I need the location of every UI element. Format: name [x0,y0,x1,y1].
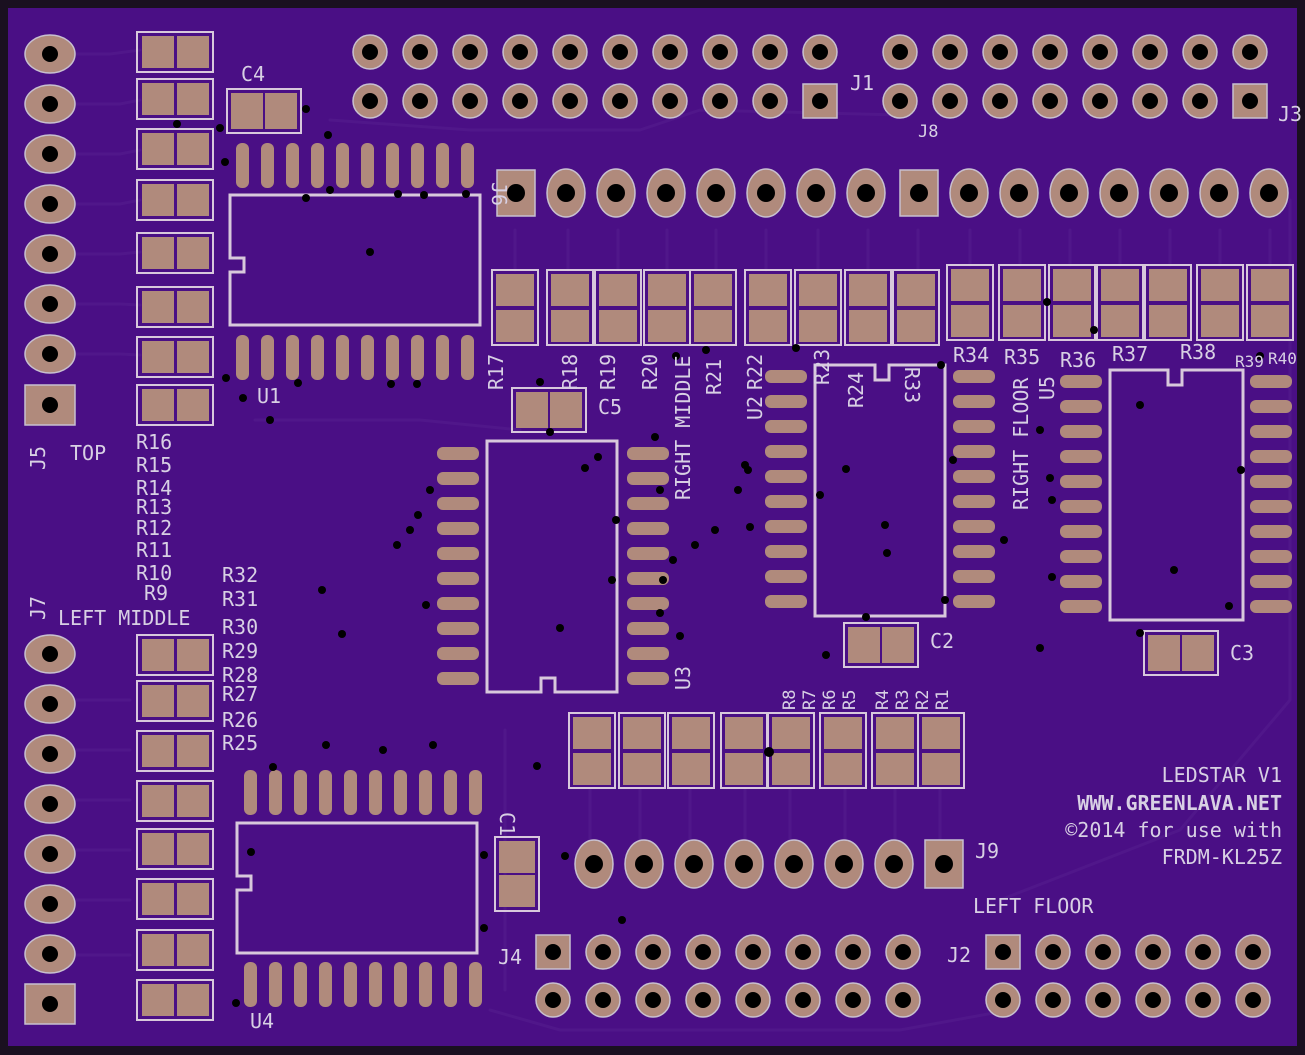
label-r34: R34 [953,343,989,367]
label-u1: U1 [257,384,281,408]
board-platform: FRDM-KL25Z [1162,845,1282,869]
resistor-stack-left [136,634,214,1021]
label-u4: U4 [250,1009,274,1033]
label-r24: R24 [844,372,868,408]
capacitor-c1 [494,836,540,912]
resistor-row-bottom [568,712,965,789]
label-j9: J9 [975,839,999,863]
label-r35: R35 [1004,345,1040,369]
label-j4: J4 [498,945,522,969]
label-u5: U5 [1035,376,1059,400]
chip-u4 [235,770,482,1007]
capacitor-c2 [843,622,919,668]
label-j7: J7 [26,596,50,620]
board-url: WWW.GREENLAVA.NET [1077,791,1282,815]
label-j2: J2 [947,943,971,967]
label-r11: R11 [136,538,172,562]
j2-header [985,934,1271,1018]
resistor-row-middle [491,269,940,346]
label-r15: R15 [136,453,172,477]
chip-u1 [228,143,482,380]
label-r37: R37 [1112,342,1148,366]
j9-header [574,839,964,889]
label-top-group: TOP [70,441,106,465]
label-r39: R39 [1235,352,1264,371]
label-c1: C1 [495,812,519,836]
label-r17: R17 [484,354,508,390]
label-r26: R26 [222,708,258,732]
capacitor-c3 [1143,630,1219,676]
label-r25: R25 [222,731,258,755]
capacitor-c4 [226,88,302,134]
label-r5: R5 [840,690,860,710]
label-r9: R9 [144,581,168,605]
label-r22: R22 [743,354,767,390]
label-r18: R18 [558,354,582,390]
resistor-stack-top [136,31,214,426]
label-left-floor-group: LEFT FLOOR [973,894,1094,918]
label-r27: R27 [222,682,258,706]
label-u3: U3 [671,666,695,690]
label-u2: U2 [743,396,767,420]
j7-header [24,634,76,1025]
label-c5: C5 [598,395,622,419]
label-r31: R31 [222,587,258,611]
label-r21: R21 [702,359,726,395]
label-r28: R28 [222,663,258,687]
label-j8: J8 [918,122,938,142]
label-r38: R38 [1180,340,1216,364]
label-r29: R29 [222,639,258,663]
label-r12: R12 [136,516,172,540]
label-r33: R33 [900,367,924,403]
label-j1: J1 [850,71,874,95]
label-r40: R40 [1268,349,1297,368]
label-r2: R2 [913,690,933,710]
label-j3: J3 [1278,102,1302,126]
label-r3: R3 [893,690,913,710]
j4-header [535,934,921,1018]
label-left-middle-group: LEFT MIDDLE [58,606,190,630]
chip-u5 [1060,368,1292,622]
label-r20: R20 [638,354,662,390]
label-r13: R13 [136,495,172,519]
label-r14: R14 [136,476,172,500]
label-right-floor-group: RIGHT FLOOR [1009,377,1033,510]
label-r23: R23 [810,349,834,385]
label-r19: R19 [596,354,620,390]
j8-header [882,34,1268,119]
j5-header [24,34,76,426]
label-j5: J5 [26,446,50,470]
label-r7: R7 [800,690,820,710]
label-r30: R30 [222,615,258,639]
j6-header [496,168,1289,218]
board-title: LEDSTAR V1 [1162,763,1282,787]
chip-u2 [765,363,995,618]
board-copyright: ©2014 for use with [1065,818,1282,842]
resistor-row-right [946,264,1294,341]
label-j6: J6 [487,182,511,206]
label-r16: R16 [136,430,172,454]
label-r36: R36 [1060,348,1096,372]
label-r32: R32 [222,563,258,587]
j1-header [352,34,838,119]
label-r8: R8 [780,690,800,710]
label-r4: R4 [873,690,893,710]
label-r6: R6 [820,690,840,710]
label-c2: C2 [930,629,954,653]
chip-u3 [437,439,669,694]
label-c3: C3 [1230,641,1254,665]
capacitor-c5 [511,387,587,433]
label-right-middle-group: RIGHT MIDDLE [671,356,695,501]
label-r10: R10 [136,561,172,585]
label-r1: R1 [933,690,953,710]
label-c4: C4 [241,62,265,86]
vias [173,105,1264,1007]
